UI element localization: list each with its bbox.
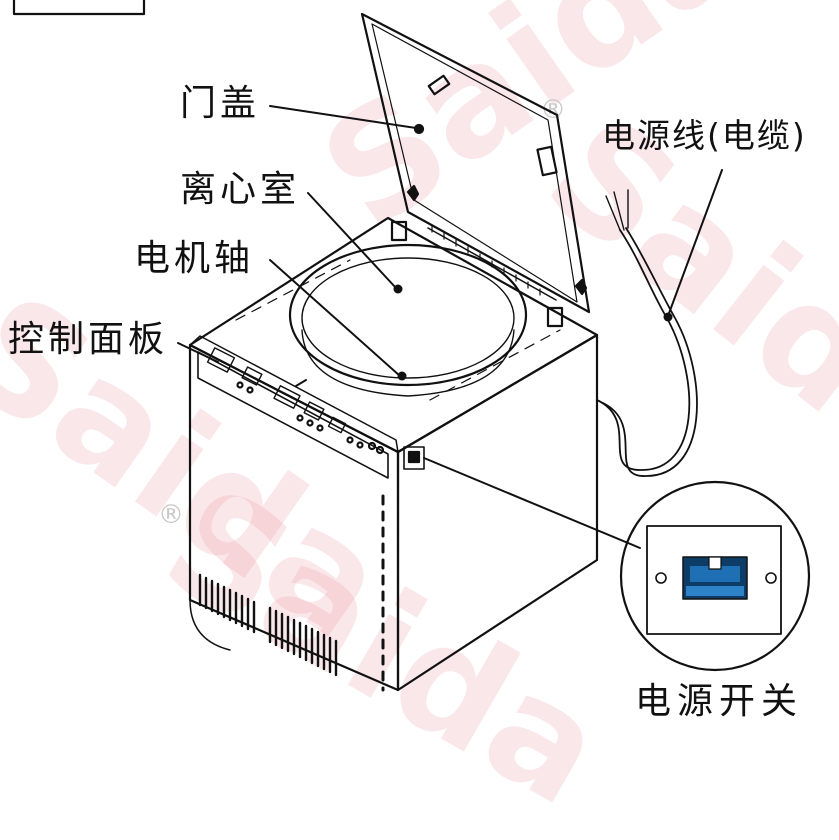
line-drawing [12,0,811,692]
corner-box [12,0,146,16]
label-power-switch: 电源开关 [635,681,804,722]
centrifuge-body [188,216,599,692]
label-power-cord: 电源线(电缆) [602,116,807,155]
label-chamber: 离心室 [180,169,301,210]
label-door-lid: 门盖 [180,83,261,124]
switch-plate [646,525,782,635]
switch-screw-right [765,572,777,584]
switch-rocker [690,566,740,582]
leader-lines [177,105,723,377]
power-cord [596,189,698,477]
label-control-panel: 控制面板 [8,319,169,360]
switch-screw-left [655,572,667,584]
switch-rocker-base [686,586,744,596]
switch-zoom-circle [619,480,811,672]
switch-callout-line [423,457,641,549]
label-motor-shaft: 电机轴 [134,238,255,279]
switch-notch [708,556,722,570]
